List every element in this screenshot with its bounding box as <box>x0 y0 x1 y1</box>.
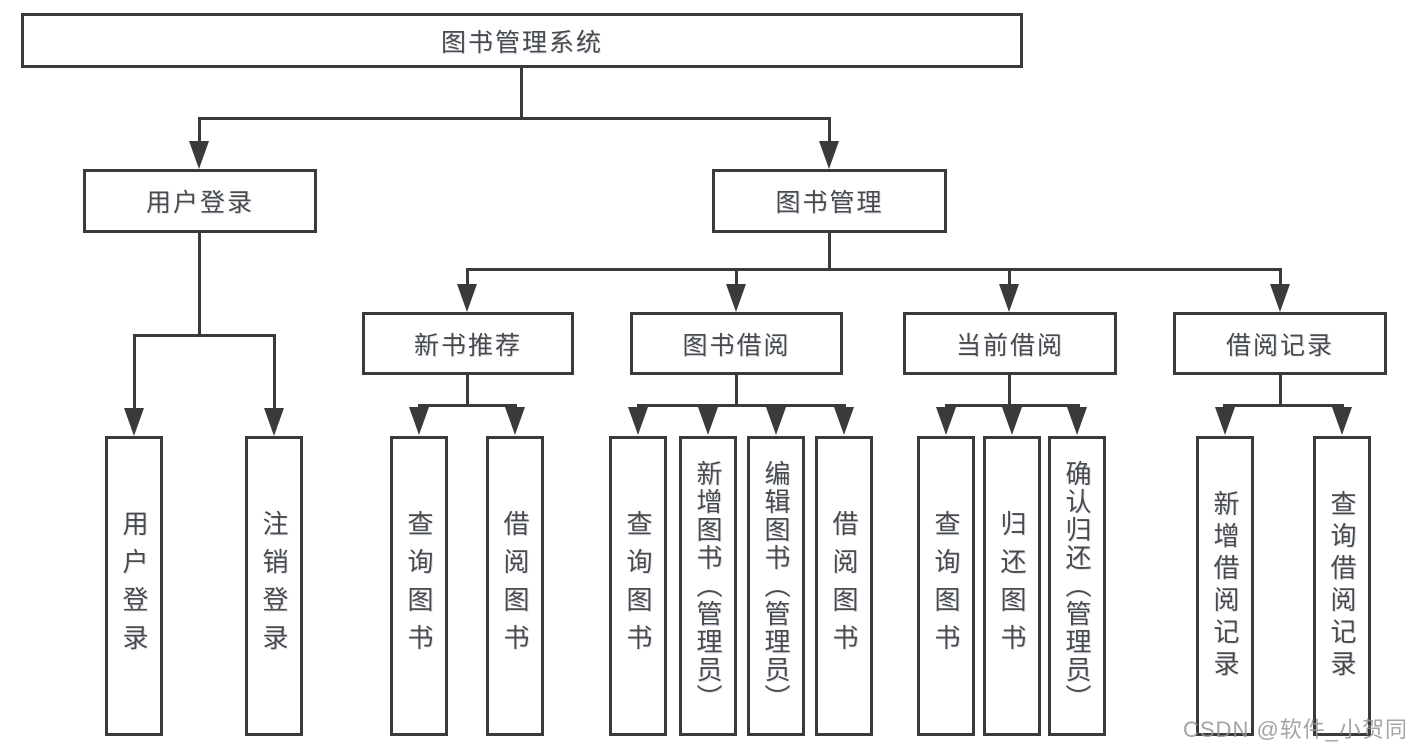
connector-new-book-stem <box>466 375 469 407</box>
connector-drop-book-borrowing <box>735 268 738 288</box>
arrowhead-confirm-return-admin <box>1067 407 1087 435</box>
arrowhead-book-borrowing <box>726 284 746 312</box>
arrowhead-leaf-logout <box>264 408 284 436</box>
connector-root-stem <box>520 68 523 120</box>
connector-new-book-rail <box>418 404 517 407</box>
arrowhead-new-book <box>457 284 477 312</box>
arrowhead-add-books-admin <box>698 407 718 435</box>
node-leaf-borrow-books-recommend: 借阅图书 <box>486 436 544 736</box>
arrowhead-user-login <box>189 141 209 169</box>
connector-drop-leaf-logout <box>273 334 276 410</box>
node-borrowing-records: 借阅记录 <box>1173 312 1387 375</box>
node-leaf-logout: 注销登录 <box>245 436 303 736</box>
arrowhead-leaf-user-login <box>124 408 144 436</box>
node-leaf-confirm-return-admin: 确认归还（管理员） <box>1048 436 1106 736</box>
node-leaf-add-books-admin: 新增图书（管理员） <box>679 436 737 736</box>
connector-book-management-rail <box>466 268 1282 271</box>
node-leaf-query-books-current: 查询图书 <box>917 436 975 736</box>
connector-drop-book-management <box>828 117 831 145</box>
connector-book-borrowing-stem <box>735 375 738 407</box>
connector-current-borrowing-stem <box>1008 375 1011 407</box>
node-library-management-system: 图书管理系统 <box>21 13 1023 68</box>
connector-book-management-stem <box>828 233 831 271</box>
node-leaf-query-borrow-record: 查询借阅记录 <box>1313 436 1371 736</box>
connector-user-login-rail <box>133 334 276 337</box>
node-book-management: 图书管理 <box>712 169 947 233</box>
arrowhead-query-borrow-record <box>1332 407 1352 435</box>
arrowhead-borrow-books <box>834 407 854 435</box>
arrowhead-borrow-books-recommend <box>505 407 525 435</box>
connector-borrowing-records-rail <box>1223 404 1344 407</box>
connector-drop-current-borrowing <box>1008 268 1011 288</box>
node-leaf-borrow-books: 借阅图书 <box>815 436 873 736</box>
arrowhead-query-books-current <box>936 407 956 435</box>
connector-borrowing-records-stem <box>1279 375 1282 407</box>
arrowhead-return-books <box>1002 407 1022 435</box>
arrowhead-edit-books-admin <box>766 407 786 435</box>
connector-root-rail <box>198 117 831 120</box>
connector-drop-user-login <box>198 117 201 145</box>
arrowhead-query-books-recommend <box>409 407 429 435</box>
arrowhead-current-borrowing <box>999 284 1019 312</box>
csdn-watermark: CSDN @软件_小贺同学 <box>1183 717 1405 742</box>
node-leaf-query-books-borrowing: 查询图书 <box>609 436 667 736</box>
arrowhead-query-books-borrowing <box>628 407 648 435</box>
node-leaf-query-books-recommend: 查询图书 <box>390 436 448 736</box>
node-book-borrowing: 图书借阅 <box>630 312 843 375</box>
connector-book-borrowing-rail <box>637 404 846 407</box>
arrowhead-book-management <box>819 141 839 169</box>
node-leaf-return-books: 归还图书 <box>983 436 1041 736</box>
connector-drop-new-book <box>466 268 469 288</box>
connector-current-borrowing-rail <box>945 404 1080 407</box>
node-leaf-edit-books-admin: 编辑图书（管理员） <box>747 436 805 736</box>
connector-user-login-stem <box>198 233 201 336</box>
connector-drop-leaf-user-login <box>133 334 136 410</box>
node-new-book-recommendation: 新书推荐 <box>362 312 574 375</box>
connector-drop-borrowing-records <box>1279 268 1282 288</box>
arrowhead-borrowing-records <box>1270 284 1290 312</box>
node-leaf-user-login: 用户登录 <box>105 436 163 736</box>
node-leaf-add-borrow-record: 新增借阅记录 <box>1196 436 1254 736</box>
node-user-login: 用户登录 <box>83 169 317 233</box>
arrowhead-add-borrow-record <box>1215 407 1235 435</box>
node-current-borrowing: 当前借阅 <box>903 312 1117 375</box>
